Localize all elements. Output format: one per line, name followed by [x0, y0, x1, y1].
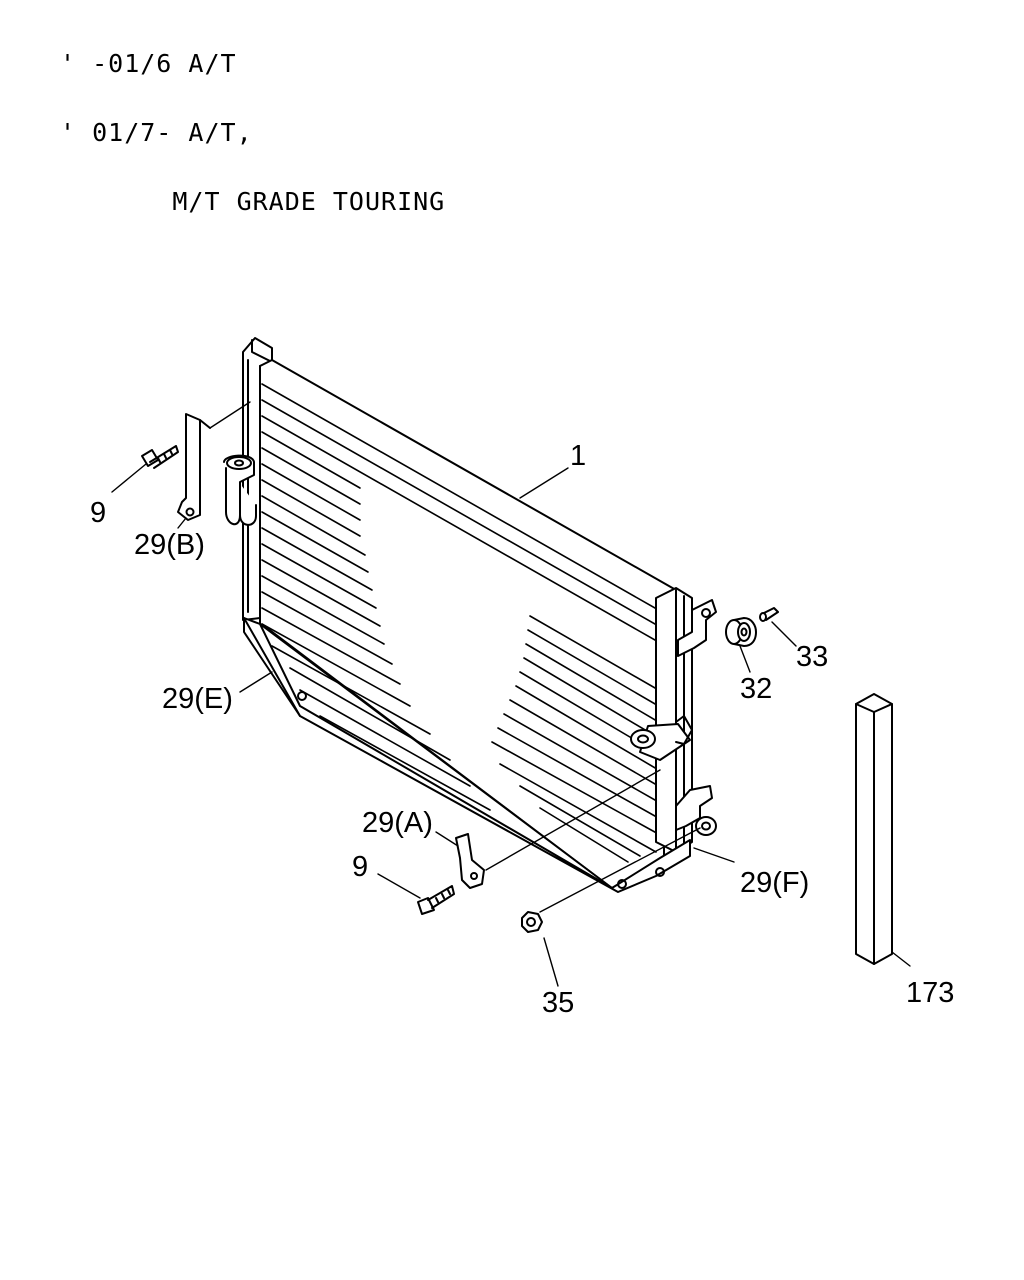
screw-upper: [141, 445, 179, 469]
callout-1: 1: [570, 440, 586, 472]
condenser-assembly: [223, 337, 717, 893]
core-fins: [261, 383, 663, 889]
callout-29f: 29(F): [740, 867, 809, 899]
callout-33: 33: [796, 641, 828, 673]
nut-35: [521, 827, 701, 933]
upper-right-mount: [677, 599, 717, 657]
callout-173: 173: [906, 977, 954, 1009]
callout-32: 32: [740, 673, 772, 705]
callout-9-upper: 9: [90, 497, 106, 529]
header-line-1: ' -01/6 A/T: [60, 49, 237, 78]
callout-29e: 29(E): [162, 683, 233, 715]
bracket-29a: [455, 769, 661, 889]
callout-labels: 1 9 29(B) 29(E) 29(A) 9 35 29(F) 32 33 1…: [90, 440, 954, 1019]
header-line-3: M/T GRADE TOURING: [60, 187, 446, 216]
seal-173: [855, 693, 893, 965]
callout-29a: 29(A): [362, 807, 433, 839]
bottom-rail: [243, 617, 691, 893]
leader-lines: [111, 463, 911, 987]
header-line-2: ' 01/7- A/T,: [60, 118, 253, 147]
cushion-32: [725, 617, 757, 647]
inlet-pipe: [223, 454, 257, 526]
middle-right-mount: [630, 715, 693, 761]
callout-35: 35: [542, 987, 574, 1019]
callout-29b: 29(B): [134, 529, 205, 561]
callout-9-lower: 9: [352, 851, 368, 883]
screw-lower: [417, 885, 455, 915]
pin-33: [759, 607, 779, 622]
bracket-29b: [177, 401, 251, 521]
diagram-header: ' -01/6 A/T ' 01/7- A/T, M/T GRADE TOURI…: [60, 6, 445, 236]
